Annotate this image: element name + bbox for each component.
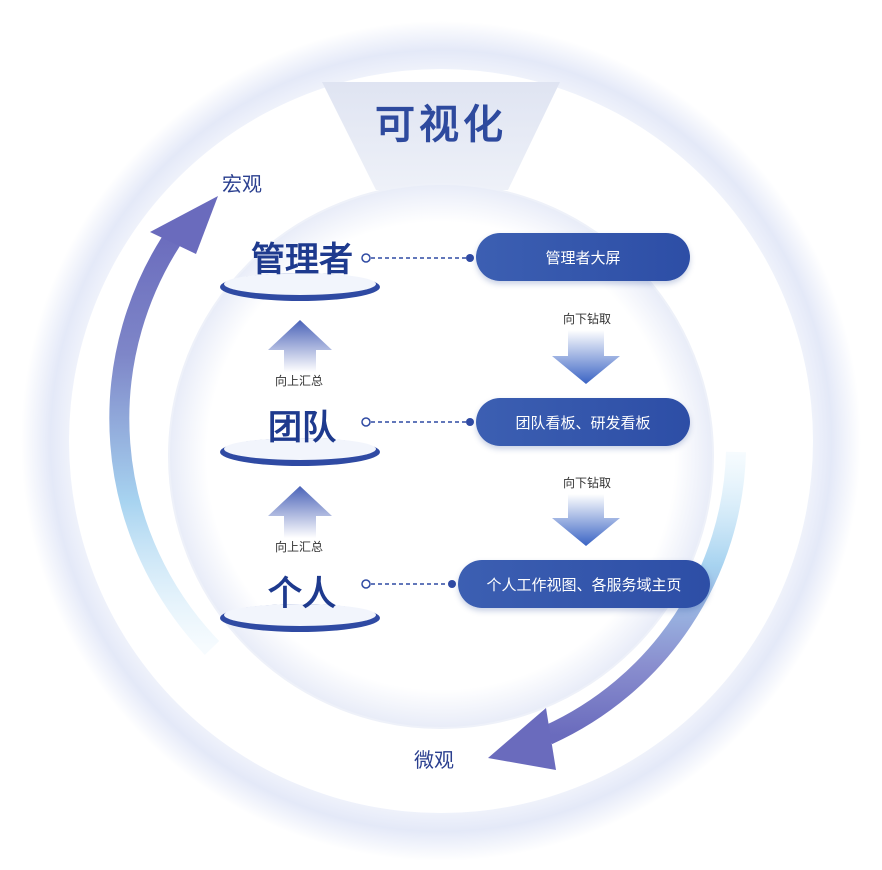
connector-manager [361,253,474,263]
drilldown-arrow-2 [552,494,620,546]
macro-arrow [109,222,220,655]
diagram-title: 可视化 [375,102,507,148]
level-team: 团队 [268,408,336,448]
micro-arrow-head [488,708,556,770]
level-personal: 个人 [268,574,336,614]
micro-label: 微观 [414,748,454,772]
title-beam [322,82,560,190]
team-board-pill: 团队看板、研发看板 [476,398,690,446]
level-manager: 管理者 [251,240,353,280]
drilldown-label-2: 向下钻取 [562,476,611,490]
connector-personal [361,579,456,589]
manager-dashboard-pill: 管理者大屏 [476,233,690,281]
connector-team [361,417,474,427]
podium-team [220,438,380,466]
macro-arrow-head [150,196,218,254]
personal-view-pill: 个人工作视图、各服务域主页 [458,560,710,608]
drilldown-label-1: 向下钻取 [562,312,611,326]
micro-arrow [543,451,746,745]
rollup-label-1: 向上汇总 [274,374,323,388]
podium-personal [220,604,380,632]
rollup-arrow-2 [268,486,332,538]
podium-manager [220,273,380,301]
macro-label: 宏观 [222,172,262,196]
rollup-arrow-1 [268,320,332,372]
drilldown-arrow-1 [552,330,620,384]
rollup-label-2: 向上汇总 [274,540,323,554]
